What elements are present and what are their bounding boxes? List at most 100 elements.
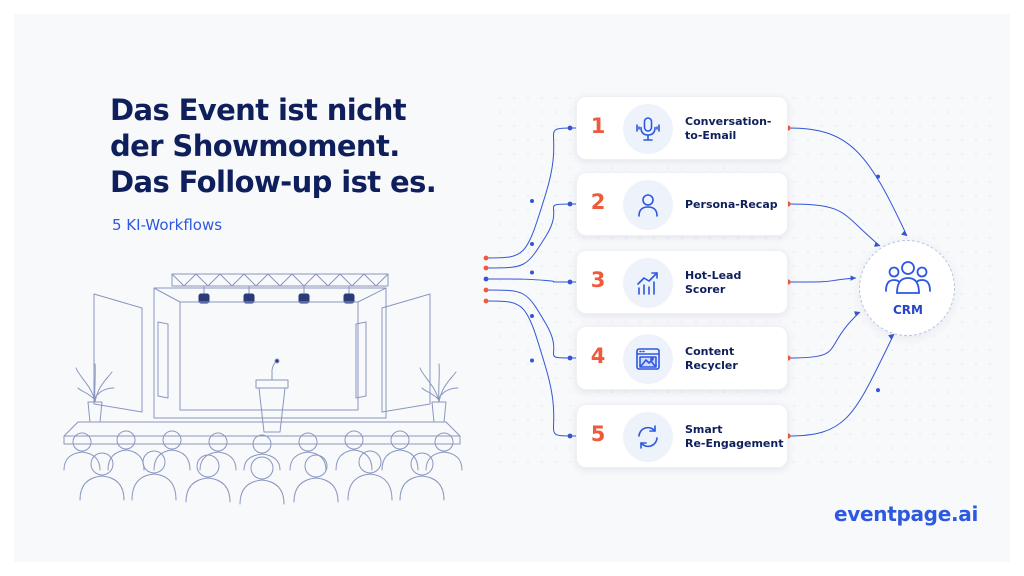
grid-dot [989,461,991,463]
headline-line-2: der Showmoment. [110,129,400,163]
grid-dot [569,265,571,267]
grid-dot [793,97,795,99]
grid-dot [499,237,501,239]
workflow-number: 2 [590,190,606,214]
grid-dot [989,209,991,211]
grid-dot [541,461,543,463]
grid-dot [527,97,529,99]
grid-dot [807,153,809,155]
grid-dot [919,97,921,99]
grid-dot [863,237,865,239]
grid-dot [569,195,571,197]
grid-dot [807,461,809,463]
grid-dot [891,181,893,183]
grid-dot [541,349,543,351]
grid-dot [709,391,711,393]
grid-dot [821,97,823,99]
connector-mid-dot-4 [530,314,534,318]
grid-dot [919,447,921,449]
grid-dot [961,195,963,197]
connector-mid-dot-5 [530,358,534,363]
grid-dot [513,349,515,351]
grid-dot [961,419,963,421]
grid-dot [569,251,571,253]
grid-dot [569,419,571,421]
brand-logo[interactable]: eventpage.ai [834,502,979,526]
grid-dot [513,265,515,267]
grid-dot [947,125,949,127]
grid-dot [569,405,571,407]
grid-dot [681,391,683,393]
grid-dot [933,391,935,393]
grid-dot [835,125,837,127]
grid-dot [555,195,557,197]
grid-dot [499,433,501,435]
grid-dot [863,223,865,225]
grid-dot [555,223,557,225]
grid-dot [527,223,529,225]
connector-out-mid-dot-1 [876,174,880,179]
grid-dot [751,391,753,393]
grid-dot [597,321,599,323]
grid-dot [989,265,991,267]
grid-dot [821,307,823,309]
grid-dot [793,251,795,253]
grid-dot [989,111,991,113]
grid-dot [821,419,823,421]
grid-dot [989,97,991,99]
grid-dot [877,97,879,99]
grid-dot [513,97,515,99]
grid-dot [625,237,627,239]
grid-dot [905,349,907,351]
grid-dot [891,209,893,211]
grid-dot [933,349,935,351]
grid-dot [513,461,515,463]
grid-dot [821,195,823,197]
grid-dot [555,265,557,267]
grid-dot [933,195,935,197]
grid-dot [975,335,977,337]
grid-dot [541,419,543,421]
grid-dot [821,167,823,169]
grid-dot [541,97,543,99]
grid-dot [933,167,935,169]
source-dot-4 [483,287,489,293]
grid-dot [849,97,851,99]
grid-dot [989,391,991,393]
grid-dot [919,237,921,239]
grid-dot [513,307,515,309]
grid-dot [821,321,823,323]
grid-dot [527,279,529,281]
grid-dot [793,279,795,281]
grid-dot [527,209,529,211]
grid-dot [863,181,865,183]
grid-dot [849,391,851,393]
grid-dot [947,223,949,225]
grid-dot [499,195,501,197]
grid-dot [877,349,879,351]
grid-dot [751,321,753,323]
grid-dot [513,419,515,421]
grid-dot [989,181,991,183]
grid-dot [919,139,921,141]
workflow-number: 4 [590,344,606,368]
grid-dot [947,349,949,351]
grid-dot [835,405,837,407]
card-input-dot-3 [567,279,573,285]
grid-dot [695,167,697,169]
grid-dot [821,139,823,141]
connector-out-5 [787,333,895,437]
grid-dot [569,335,571,337]
grid-dot [513,405,515,407]
grid-dot [541,251,543,253]
grid-dot [527,293,529,295]
grid-dot [667,237,669,239]
grid-dot [765,167,767,169]
grid-dot [555,97,557,99]
grid-dot [849,265,851,267]
grid-dot [905,237,907,239]
grid-dot [555,377,557,379]
grid-dot [681,167,683,169]
grid-dot [695,391,697,393]
grid-dot [793,335,795,337]
